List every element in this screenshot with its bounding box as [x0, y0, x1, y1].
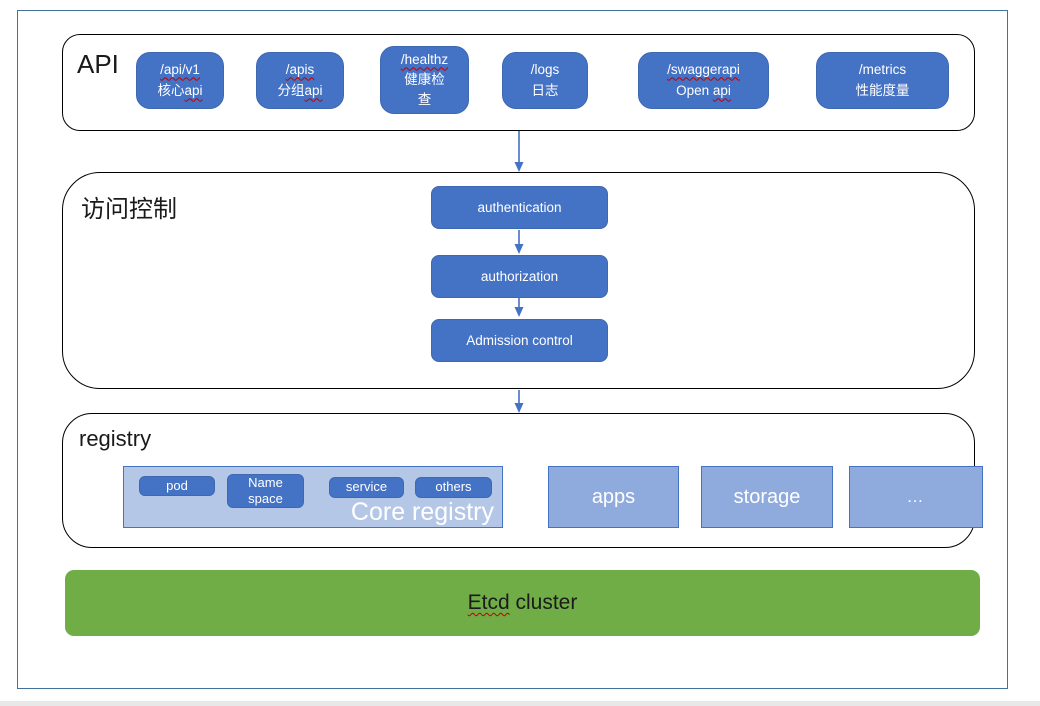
etcd-cluster-bar: Etcd cluster: [65, 570, 980, 636]
core-registry-title: Core registry: [350, 498, 494, 526]
down-arrow-api-to-access: [514, 131, 524, 172]
bottom-edge-strip: [0, 701, 1040, 706]
api-section-label: API: [77, 49, 119, 79]
outer-frame: [17, 10, 1008, 689]
core-registry-box: pod Name space service others Core regis…: [123, 466, 503, 528]
registry-section-label: registry: [79, 426, 152, 451]
down-arrow-authentication-to-authorization: [514, 230, 524, 254]
admission-control-box: Admission control: [431, 319, 608, 362]
service-chip: service: [329, 477, 404, 498]
access-control-section: 访问控制 authentication authorization Admiss…: [62, 172, 975, 389]
authorization-box: authorization: [431, 255, 608, 298]
apps-box: apps: [548, 466, 679, 528]
pod-chip: pod: [139, 476, 215, 496]
down-arrow-authorization-to-admission: [514, 296, 524, 317]
others-chip: others: [415, 477, 492, 498]
down-arrow-access-to-registry: [514, 390, 524, 413]
namespace-chip: Name space: [227, 474, 304, 508]
registry-section: registry pod Name space service others C…: [62, 413, 983, 548]
ellipsis-box: …: [849, 466, 983, 528]
storage-box: storage: [701, 466, 833, 528]
access-control-section-label: 访问控制: [81, 196, 177, 223]
authentication-box: authentication: [431, 186, 608, 229]
